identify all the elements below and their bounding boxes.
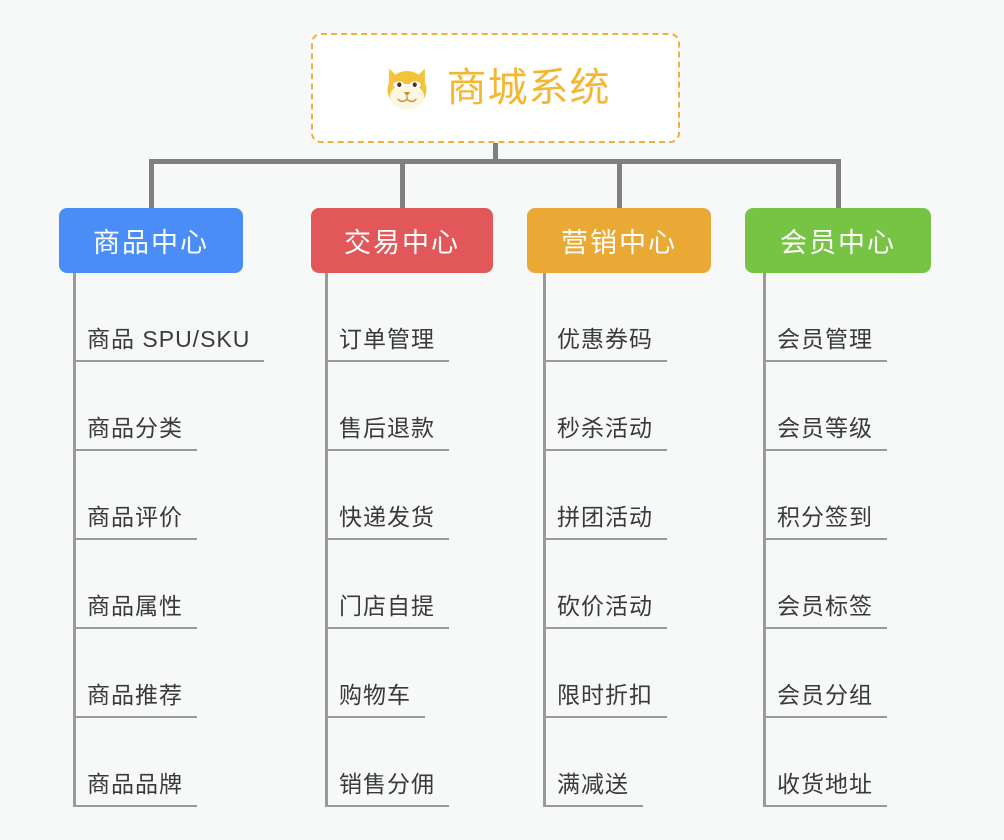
- root-trunk-connector: [493, 143, 498, 164]
- leaf-item-label: 订单管理: [325, 320, 449, 362]
- category-label-member-center: 会员中心: [780, 228, 896, 258]
- leaf-item[interactable]: 会员等级: [763, 362, 887, 451]
- leaf-item[interactable]: 商品推荐: [73, 629, 197, 718]
- column-spine-trade-center: [325, 273, 328, 807]
- leaf-item-label: 商品品牌: [73, 765, 197, 807]
- leaf-item-label: 销售分佣: [325, 765, 449, 807]
- leaf-item[interactable]: 售后退款: [325, 362, 449, 451]
- category-box-trade-center[interactable]: 交易中心: [311, 208, 493, 273]
- leaf-item-label: 快递发货: [325, 498, 449, 540]
- leaf-item-label: 商品推荐: [73, 676, 197, 718]
- leaf-item[interactable]: 限时折扣: [543, 629, 667, 718]
- category-box-marketing-center[interactable]: 营销中心: [527, 208, 711, 273]
- branch-connector-member-center: [836, 159, 841, 209]
- leaf-item[interactable]: 商品 SPU/SKU: [73, 273, 265, 362]
- leaf-item[interactable]: 积分签到: [763, 451, 887, 540]
- shiba-dog-face-icon: [381, 62, 433, 114]
- leaf-item-label: 商品评价: [73, 498, 197, 540]
- leaf-item-label: 限时折扣: [543, 676, 667, 718]
- leaf-item-label: 积分签到: [763, 498, 887, 540]
- leaf-item[interactable]: 收货地址: [763, 718, 887, 807]
- category-label-marketing-center: 营销中心: [561, 228, 677, 258]
- leaf-item-label: 会员管理: [763, 320, 887, 362]
- leaf-item[interactable]: 商品分类: [73, 362, 197, 451]
- leaf-item[interactable]: 快递发货: [325, 451, 449, 540]
- leaf-item[interactable]: 商品评价: [73, 451, 197, 540]
- leaf-item-label: 会员分组: [763, 676, 887, 718]
- branch-connector-product-center: [149, 159, 154, 209]
- leaf-item[interactable]: 商品属性: [73, 540, 197, 629]
- branch-connector-trade-center: [400, 159, 405, 209]
- category-box-member-center[interactable]: 会员中心: [745, 208, 931, 273]
- leaf-item[interactable]: 会员管理: [763, 273, 887, 362]
- column-spine-member-center: [763, 273, 766, 807]
- leaf-item[interactable]: 秒杀活动: [543, 362, 667, 451]
- leaf-item[interactable]: 满减送: [543, 718, 643, 807]
- leaf-item-label: 会员标签: [763, 587, 887, 629]
- leaf-item-label: 收货地址: [763, 765, 887, 807]
- leaf-item[interactable]: 销售分佣: [325, 718, 449, 807]
- leaf-item-label: 商品属性: [73, 587, 197, 629]
- leaf-item-label: 拼团活动: [543, 498, 667, 540]
- leaf-item-label: 会员等级: [763, 409, 887, 451]
- leaf-item-label: 优惠券码: [543, 320, 667, 362]
- leaf-item[interactable]: 会员分组: [763, 629, 887, 718]
- column-spine-product-center: [73, 273, 76, 807]
- leaf-item-label: 砍价活动: [543, 587, 667, 629]
- root-title: 商城系统: [446, 66, 611, 110]
- leaf-item-label: 秒杀活动: [543, 409, 667, 451]
- leaf-item[interactable]: 购物车: [325, 629, 425, 718]
- leaf-item[interactable]: 门店自提: [325, 540, 449, 629]
- leaf-item[interactable]: 商品品牌: [73, 718, 197, 807]
- leaf-item[interactable]: 会员标签: [763, 540, 887, 629]
- leaf-item-label: 售后退款: [325, 409, 449, 451]
- category-label-trade-center: 交易中心: [344, 228, 460, 258]
- leaf-item-label: 购物车: [325, 676, 425, 718]
- branch-connector-marketing-center: [617, 159, 622, 209]
- leaf-item[interactable]: 订单管理: [325, 273, 449, 362]
- column-spine-marketing-center: [543, 273, 546, 807]
- leaf-item[interactable]: 拼团活动: [543, 451, 667, 540]
- leaf-item-label: 满减送: [543, 765, 643, 807]
- leaf-item[interactable]: 砍价活动: [543, 540, 667, 629]
- leaf-item-label: 商品 SPU/SKU: [73, 320, 265, 362]
- root-node-mall-system[interactable]: 商城系统: [311, 33, 680, 143]
- category-label-product-center: 商品中心: [93, 228, 209, 258]
- leaf-item[interactable]: 优惠券码: [543, 273, 667, 362]
- horizontal-bus-connector: [149, 159, 840, 164]
- category-box-product-center[interactable]: 商品中心: [59, 208, 243, 273]
- leaf-item-label: 门店自提: [325, 587, 449, 629]
- leaf-item-label: 商品分类: [73, 409, 197, 451]
